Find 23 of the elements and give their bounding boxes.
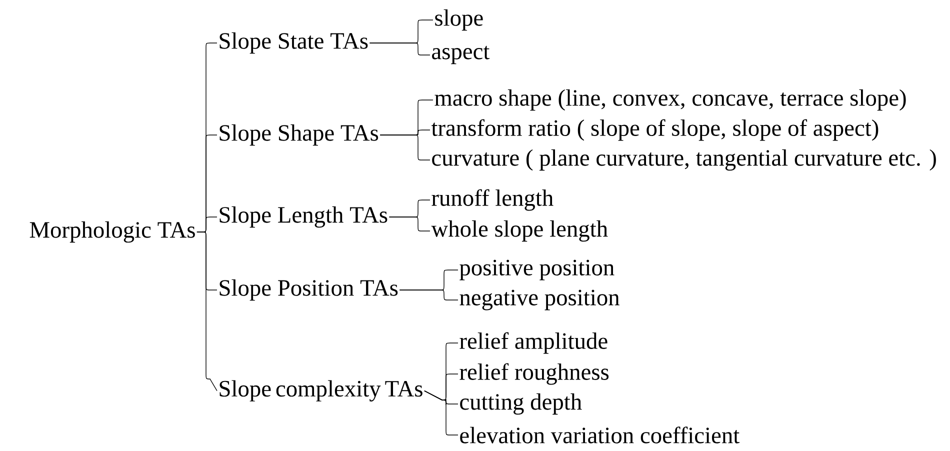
item-label: curvature ( plane curvature, tangential curvature etc. ) (432, 149, 936, 171)
item-label: elevation variation coefficient (460, 426, 740, 444)
item-label: slope (435, 9, 483, 31)
brace-line (388, 216, 430, 232)
category-label: Slope State TAs (220, 32, 368, 54)
category-label: Slope complexity TAs (220, 380, 422, 402)
brace-line (399, 290, 458, 300)
category-label: Slope Length TAs (220, 206, 388, 228)
item-label: relief amplitude (460, 332, 608, 354)
item-label: negative position (460, 290, 620, 310)
category-label: Morphologic TAs (30, 221, 195, 243)
brace-line (369, 42, 430, 56)
item-label: cutting depth (460, 393, 582, 415)
item-label: whole slope length (431, 220, 608, 242)
item-label: macro shape (line, convex, concave, terrace slope) (434, 89, 906, 111)
brace-line (196, 232, 218, 392)
item-label: relief roughness (460, 363, 609, 385)
item-label: aspect (432, 46, 490, 64)
item-label: positive position (460, 260, 614, 280)
item-label: runoff length (432, 189, 554, 211)
category-label: Slope Position TAs (220, 279, 398, 301)
item-label: transform ratio ( slope of slope, slope of aspect) (431, 119, 878, 141)
category-label: Slope Shape TAs (220, 124, 378, 146)
